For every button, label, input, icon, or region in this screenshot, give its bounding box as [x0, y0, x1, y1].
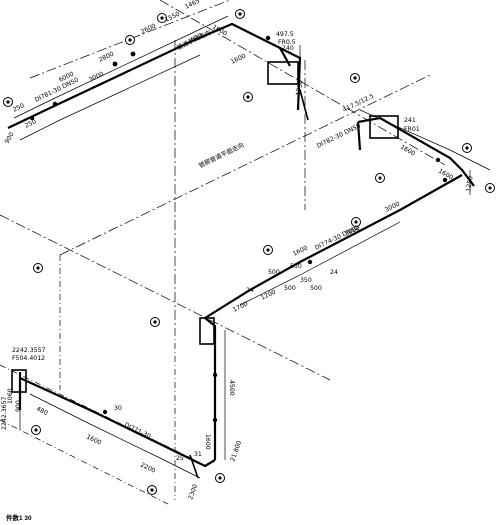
- dim-left-2: 250: [12, 102, 26, 113]
- dim-low-7: 25: [176, 455, 184, 462]
- elev-left-a: 2242.3557: [12, 347, 46, 354]
- dim-mid-9: 550: [290, 263, 302, 270]
- annotations: 1465 1550 2600 1600 2800 6000 1600 240 6…: [1, 0, 475, 522]
- dim-mid-6: 1700: [232, 301, 249, 314]
- elev-left-b: F504.4012: [12, 355, 45, 362]
- elev-top-right-b: FR0.5: [278, 39, 296, 46]
- pipe-runs: [7, 22, 475, 468]
- dim-low-2: 1600: [85, 434, 102, 447]
- elev-top-right-a: 497.5: [276, 31, 294, 38]
- dim-top-9: 600: [190, 32, 204, 43]
- dim-mid-2: 1600: [292, 245, 309, 258]
- elev-lower-right: 21.800: [229, 440, 243, 463]
- dim-top-5: 2800: [98, 51, 115, 64]
- dim-right-4: 1250: [465, 176, 475, 193]
- elev-right-a: 417.5/12.5: [342, 93, 375, 114]
- elev-right-b: 241: [404, 117, 416, 124]
- dim-mid-3: 1200: [260, 289, 277, 302]
- dim-low-4: 2300: [187, 483, 199, 500]
- drawing-caption: 件数1 30: [6, 513, 32, 522]
- dim-mid-10: 350: [300, 277, 312, 284]
- fittings: [29, 35, 448, 423]
- dim-top-8: 240: [282, 45, 294, 52]
- dim-mid-11: 500: [284, 285, 296, 292]
- supports: [11, 61, 399, 479]
- note-right-pipe: DI782-30 DN50: [316, 123, 362, 150]
- dim-vert-1: 4500: [228, 380, 235, 396]
- note-center: 管廊管道平面走向: [197, 141, 245, 170]
- dim-mid-5: 500: [310, 285, 322, 292]
- dim-low-3: 2200: [139, 462, 156, 475]
- note-lower-pipe: DI771-30: [123, 422, 152, 441]
- dim-mid-7: 24: [246, 287, 254, 294]
- dim-top-2: 1550: [164, 11, 181, 24]
- dim-low-8: 30: [114, 405, 122, 412]
- elev-left-c: 2242.3657: [1, 396, 8, 430]
- dim-mid-4: 500: [268, 269, 280, 276]
- dim-top-3: 2600: [140, 23, 157, 36]
- dim-right-1: 1600: [399, 144, 416, 158]
- dim-top-1: 1465: [184, 0, 201, 11]
- dim-mid-8: 24: [330, 269, 338, 276]
- dim-top-7: 1600: [230, 53, 247, 66]
- dim-low-9: 1060: [7, 388, 14, 404]
- dim-left-4: 900: [4, 131, 16, 145]
- dimension-lines: [13, 15, 491, 479]
- dim-low-5: 900: [15, 400, 22, 412]
- dim-low-1: 480: [35, 406, 49, 417]
- grid-lines: [0, 0, 446, 506]
- note-upper-pipe: DI781-30 DN50: [34, 77, 80, 104]
- reference-bubbles: [3, 9, 495, 495]
- dim-left-1: 3000: [88, 71, 105, 84]
- dim-low-6: 31: [194, 451, 202, 458]
- dim-left-3: 250: [24, 118, 38, 129]
- dim-right-3: 1250: [295, 80, 305, 97]
- elev-right-c: FR01: [404, 126, 420, 133]
- dim-vert-2: 1600: [204, 434, 211, 450]
